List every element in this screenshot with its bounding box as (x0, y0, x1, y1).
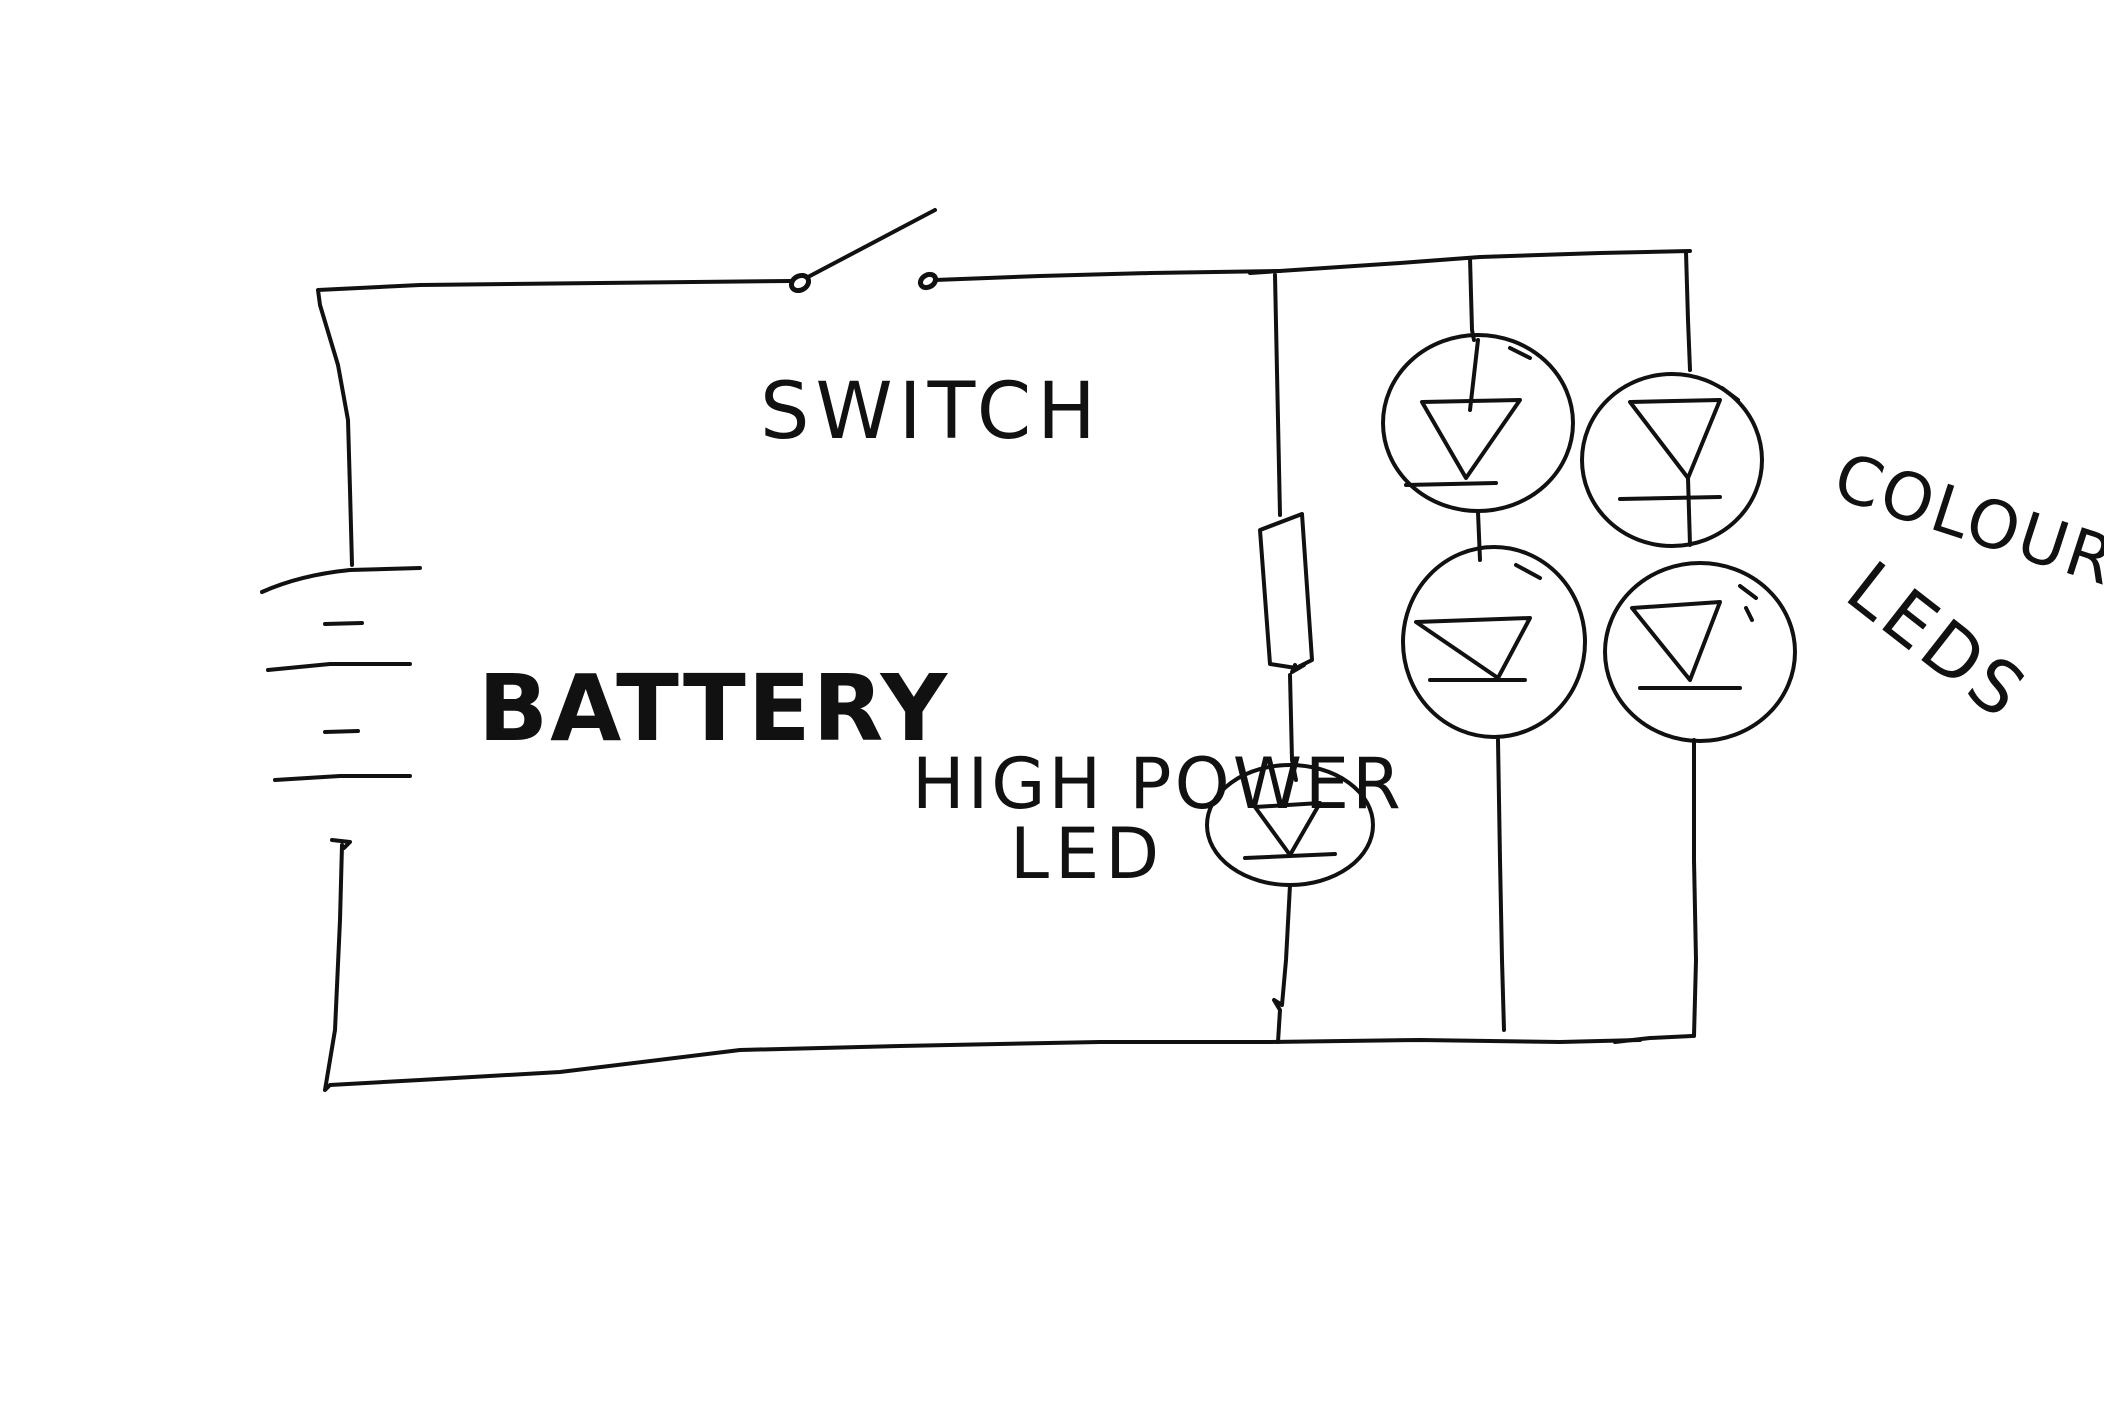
wire-top-bus (1248, 249, 1692, 275)
wire-battery-top (316, 279, 792, 567)
switch-symbol (788, 208, 939, 294)
colour-led-2-symbol (1401, 545, 1587, 739)
wire-bottom-end (1613, 1034, 1694, 1044)
high-power-led-label-line1: HIGH POWER (912, 743, 1404, 825)
wire-bottom (323, 843, 1642, 1092)
wire-battery-bottom-tick (330, 838, 352, 850)
branch-colour-3 (1580, 250, 1797, 1038)
colour-led-4-symbol (1603, 561, 1797, 743)
branch-high-power (1205, 273, 1375, 1044)
battery-symbol (260, 566, 422, 782)
colour-led-1-symbol (1381, 333, 1575, 513)
wires (316, 249, 1694, 1092)
high-power-led-label-line2: LED (1010, 813, 1165, 895)
resistor-symbol (1258, 512, 1314, 670)
wire-switch-right (933, 269, 1282, 282)
switch-label: SWITCH (760, 367, 1102, 457)
branch-colour-2 (1381, 256, 1587, 1032)
battery-label: BATTERY (478, 655, 949, 762)
colour-leds-label-line2: LEDS (1832, 545, 2043, 736)
colour-led-3-symbol (1580, 372, 1764, 548)
